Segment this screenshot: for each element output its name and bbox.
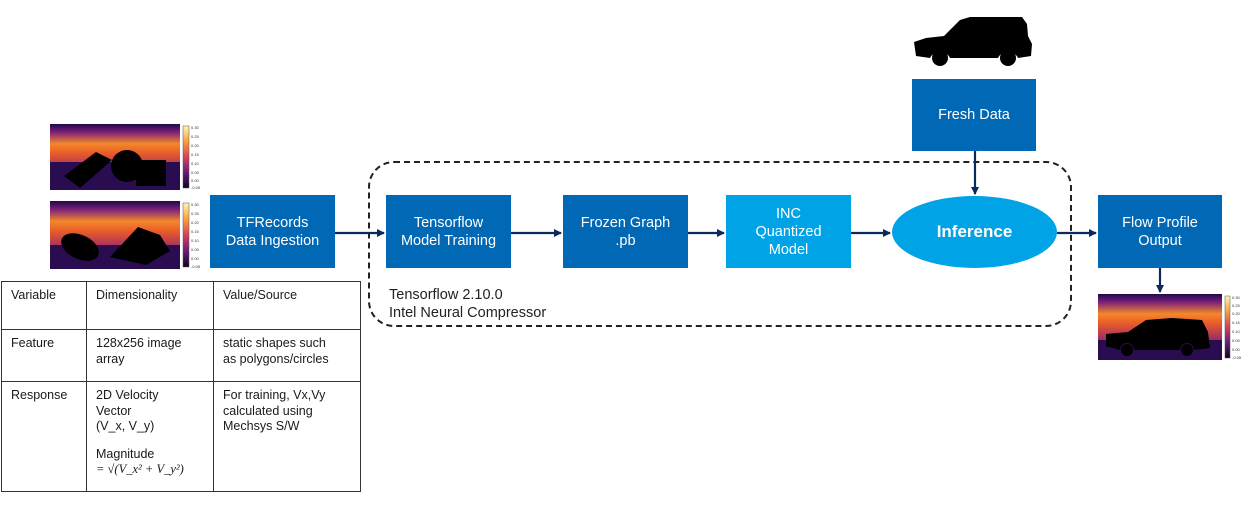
- table-cell: 128x256 image array: [86, 329, 214, 382]
- fresh-data-box: Fresh Data: [912, 79, 1036, 151]
- box-label-line: INC: [776, 205, 801, 222]
- velocity-heatmap-2: 0.30 0.25 0.20 0.15 0.10 0.05 0.00 -0.05: [50, 201, 201, 269]
- box-label-line: Model: [768, 241, 809, 258]
- cell-line: calculated using: [223, 403, 313, 418]
- magnitude-label: Magnitude: [96, 446, 155, 461]
- colorbar-tick: 0.20: [1232, 311, 1241, 316]
- table-cell: 2D Velocity Vector (V_x, V_y) Magnitude …: [86, 381, 214, 492]
- table-header: Variable: [1, 281, 87, 330]
- colorbar-tick: -0.05: [191, 264, 201, 269]
- colorbar-tick: 0.25: [191, 134, 200, 139]
- inc-quantized-model-box: INC Quantized Model: [726, 195, 851, 268]
- colorbar-tick: 0.30: [1232, 295, 1241, 300]
- cell-line: Vector: [96, 403, 132, 418]
- variable-table: Variable Dimensionality Value/Source Fea…: [1, 281, 361, 492]
- frozen-graph-box: Frozen Graph .pb: [563, 195, 688, 268]
- velocity-heatmap-1: 0.30 0.25 0.20 0.15 0.10 0.05 0.00 -0.05: [50, 124, 201, 190]
- colorbar-tick: 0.10: [191, 161, 200, 166]
- colorbar-tick: 0.30: [191, 202, 200, 207]
- colorbar-tick: 0.00: [191, 256, 200, 261]
- colorbar-tick: -0.05: [1232, 355, 1242, 360]
- colorbar-tick: 0.20: [191, 220, 200, 225]
- fresh-data-label: Fresh Data: [938, 107, 1010, 123]
- table-header: Dimensionality: [86, 281, 214, 330]
- colorbar-tick: 0.15: [191, 152, 200, 157]
- table-cell: static shapes such as polygons/circles: [213, 329, 361, 382]
- box-label-line: Flow Profile: [1122, 214, 1198, 231]
- box-label-line: Tensorflow: [413, 214, 484, 231]
- cell-line: 2D Velocity: [96, 388, 159, 402]
- cell-line: For training, Vx,Vy: [223, 388, 326, 402]
- colorbar-tick: 0.25: [1232, 303, 1241, 308]
- suv-silhouette-icon: [914, 17, 1032, 66]
- table-header-row: Variable Dimensionality Value/Source: [1, 281, 361, 330]
- tfrecords-ingestion-box: TFRecords Data Ingestion: [210, 195, 335, 268]
- inc-name: Intel Neural Compressor: [389, 305, 547, 321]
- colorbar-tick: 0.15: [191, 229, 200, 234]
- table-row: Response 2D Velocity Vector (V_x, V_y) M…: [1, 381, 361, 492]
- table-cell: Response: [1, 381, 87, 492]
- cell-line: Mechsys S/W: [223, 419, 300, 433]
- box-label-line: Quantized: [755, 223, 822, 240]
- box-label-line: .pb: [615, 232, 636, 249]
- cell-line: as polygons/circles: [223, 351, 329, 366]
- colorbar-tick: 0.10: [191, 238, 200, 243]
- box-label-line: Data Ingestion: [225, 232, 320, 249]
- table-cell: For training, Vx,Vy calculated using Mec…: [213, 381, 361, 492]
- colorbar-tick: 0.05: [191, 170, 200, 175]
- pipeline-container: [368, 161, 1072, 327]
- cell-line: 128x256 image: [96, 336, 182, 350]
- flow-profile-output-box: Flow Profile Output: [1098, 195, 1222, 268]
- model-training-box: Tensorflow Model Training: [386, 195, 511, 268]
- tensorflow-version: Tensorflow 2.10.0: [389, 287, 503, 303]
- inference-ellipse: Inference: [892, 196, 1057, 268]
- cell-line: array: [96, 351, 125, 366]
- cell-line: static shapes such: [223, 336, 326, 350]
- table-row: Feature 128x256 image array static shape…: [1, 329, 361, 382]
- colorbar-tick: 0.05: [191, 247, 200, 252]
- box-label-line: Output: [1138, 232, 1182, 249]
- colorbar-tick: 0.00: [1232, 347, 1241, 352]
- colorbar-tick: 0.15: [1232, 320, 1241, 325]
- colorbar-tick: 0.20: [191, 143, 200, 148]
- colorbar-tick: 0.25: [191, 211, 200, 216]
- colorbar-tick: 0.00: [191, 178, 200, 183]
- output-heatmap: 0.30 0.25 0.20 0.15 0.10 0.05 0.00 -0.05: [1098, 294, 1242, 360]
- magnitude-formula: = √(V_x² + V_y²): [96, 462, 184, 476]
- box-label-line: Model Training: [400, 232, 497, 249]
- inference-label: Inference: [936, 222, 1013, 241]
- colorbar-tick: 0.10: [1232, 329, 1241, 334]
- table-cell: Feature: [1, 329, 87, 382]
- table-header: Value/Source: [213, 281, 361, 330]
- colorbar-tick: 0.05: [1232, 338, 1241, 343]
- box-label-line: TFRecords: [236, 214, 309, 231]
- box-label-line: Frozen Graph: [580, 214, 671, 231]
- colorbar-tick: 0.30: [191, 125, 200, 130]
- colorbar-tick: -0.05: [191, 185, 201, 190]
- framework-notes: Tensorflow 2.10.0 Intel Neural Compresso…: [389, 286, 546, 322]
- cell-line: (V_x, V_y): [96, 419, 155, 433]
